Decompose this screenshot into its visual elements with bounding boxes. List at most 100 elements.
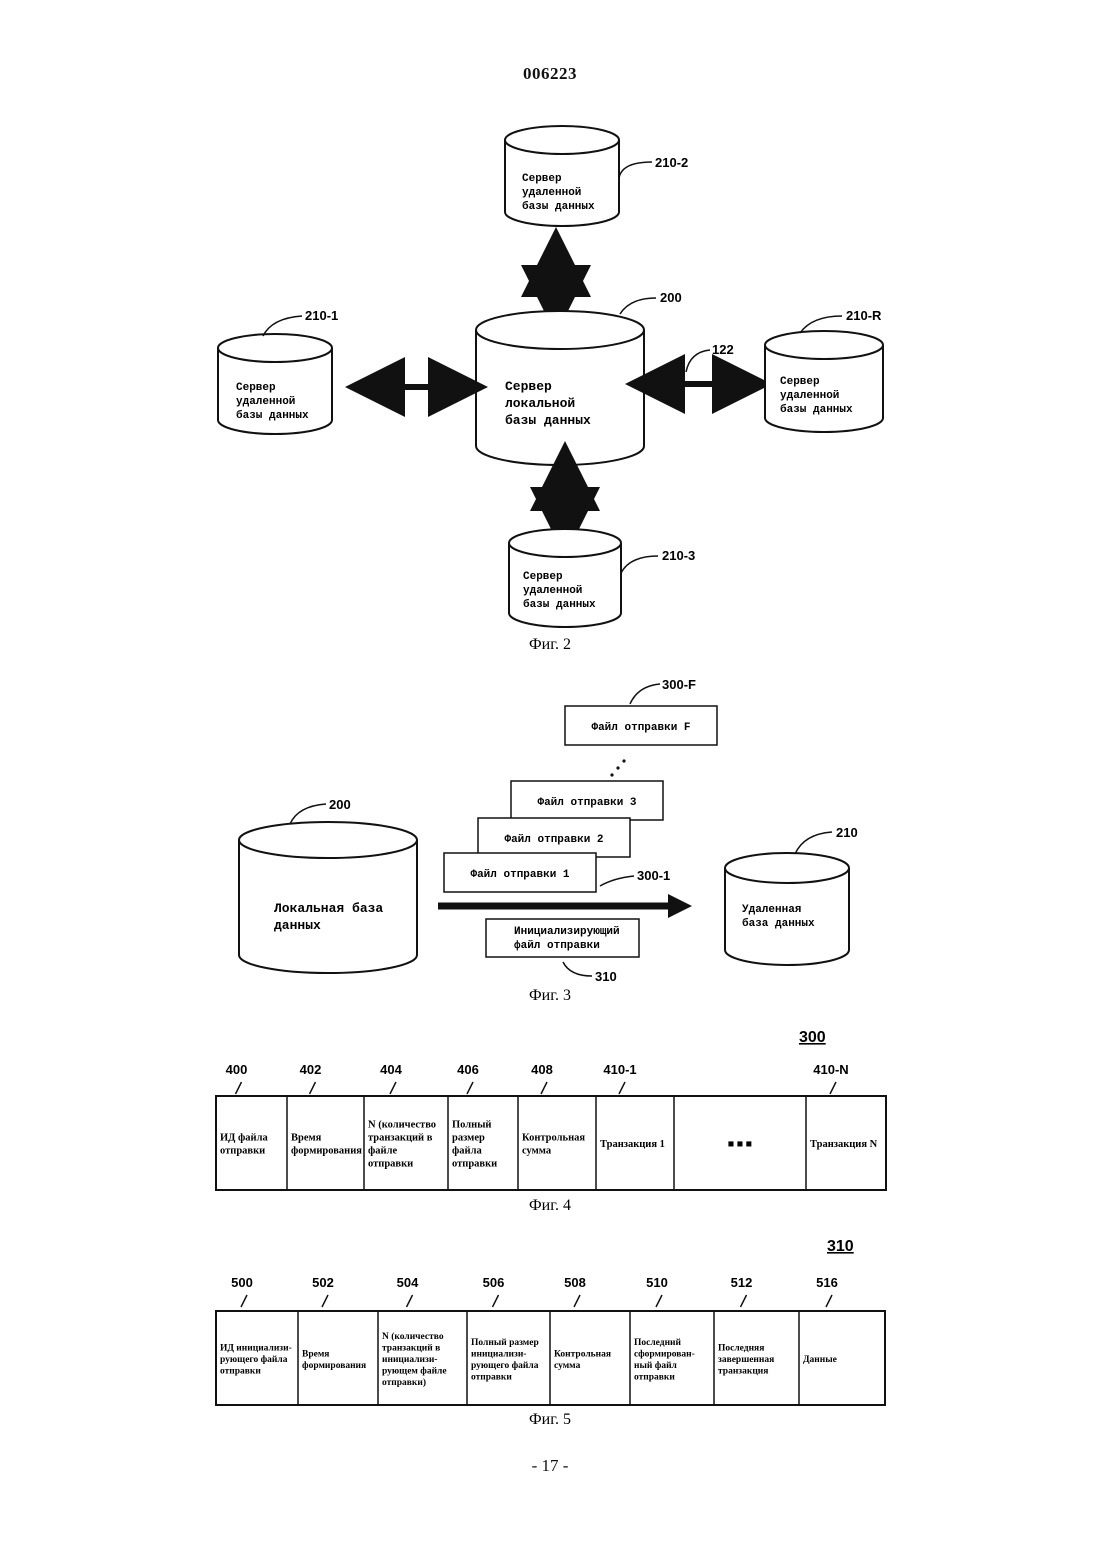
local-db-server: Сервер локальной базы данных 200 <box>476 290 682 465</box>
ref-leader <box>236 1082 242 1094</box>
send-file-1: Файл отправки 1 300-1 <box>444 853 670 892</box>
db-label-line: базы данных <box>522 200 595 213</box>
ref-label: 210-2 <box>655 155 688 170</box>
file-label-line: файл отправки <box>514 939 600 952</box>
fig5-diagram: 310 500ИД инициализи-рующего файлаотправ… <box>216 1238 885 1428</box>
field-text: сумма <box>554 1361 581 1371</box>
field-ref: 400 <box>226 1062 248 1077</box>
ref-leader <box>741 1295 747 1307</box>
db-label-line: удаленной <box>522 187 581 199</box>
remote-db-server-right: Сервер удаленной базы данных 210-R <box>765 308 883 432</box>
ref-label: 210-R <box>846 308 882 323</box>
field-text: сформирован- <box>634 1348 695 1359</box>
ref-leader <box>830 1082 836 1094</box>
remote-db-server-top: Сервер удаленной базы данных 210-2 <box>505 126 688 226</box>
db-label-line: Сервер <box>505 379 552 394</box>
figure-caption: Фиг. 3 <box>529 987 571 1004</box>
file-label: Файл отправки 2 <box>504 834 603 846</box>
ref-label: 200 <box>660 290 682 305</box>
field-ref: 504 <box>397 1275 419 1290</box>
ref-leader <box>390 1082 396 1094</box>
field-text: Время <box>291 1133 322 1144</box>
field-text: инициализи- <box>382 1355 437 1365</box>
db-label-line: базы данных <box>236 409 309 422</box>
field-text: отправки <box>368 1159 413 1170</box>
field-text: ИД инициализи- <box>220 1344 292 1354</box>
ref-leader <box>656 1295 662 1307</box>
db-label-line: удаленной <box>780 390 839 402</box>
fig2-diagram: Сервер удаленной базы данных 210-2 Серве… <box>218 126 883 653</box>
field-text: формирования <box>302 1360 366 1371</box>
field-text: Полный <box>452 1120 491 1131</box>
db-label-line: Сервер <box>522 173 562 185</box>
file-label: Файл отправки F <box>591 722 690 734</box>
ellipsis-dots <box>610 759 625 776</box>
field-ref: 506 <box>483 1275 505 1290</box>
structure-ref: 300 <box>799 1029 826 1046</box>
send-file-2: Файл отправки 2 <box>478 818 630 857</box>
field-text: Контрольная <box>522 1133 585 1144</box>
field-text: Транзакция N <box>810 1139 878 1150</box>
field-ref: 508 <box>564 1275 586 1290</box>
ref-label: 200 <box>329 797 351 812</box>
db-label-line: Сервер <box>780 376 820 388</box>
field-text: отправки <box>220 1146 265 1157</box>
ref-leader <box>493 1295 499 1307</box>
ref-leader <box>310 1082 316 1094</box>
field-text: отправки <box>220 1367 261 1377</box>
ref-label: 122 <box>712 342 734 357</box>
remote-db-server-left: Сервер удаленной базы данных 210-1 <box>218 308 338 434</box>
db-label-line: базы данных <box>523 598 596 611</box>
ref-label: 210-1 <box>305 308 338 323</box>
ellipsis-marker: ■ ■ ■ <box>728 1139 752 1150</box>
field-ref: 410-N <box>813 1062 848 1077</box>
field-ref: 510 <box>646 1275 668 1290</box>
field-ref: 408 <box>531 1062 553 1077</box>
field-text: ИД файла <box>220 1133 268 1144</box>
db-label-line: Сервер <box>236 382 276 394</box>
structure-ref: 310 <box>827 1238 854 1255</box>
figure-caption: Фиг. 4 <box>529 1197 571 1214</box>
field-text: завершенная <box>718 1355 774 1365</box>
transfer-arrow-head <box>668 894 692 918</box>
db-label-line: локальной <box>505 396 575 411</box>
db-label-line: база данных <box>742 917 815 930</box>
remote-db-server-bottom: Сервер удаленной базы данных 210-3 <box>509 529 695 627</box>
field-text: ный файл <box>634 1360 678 1371</box>
local-db: Локальная база данных 200 <box>239 797 417 973</box>
file-label: Файл отправки 1 <box>470 869 569 881</box>
figure-caption: Фиг. 2 <box>529 636 571 653</box>
ref-label: 310 <box>595 969 617 984</box>
field-ref: 402 <box>300 1062 322 1077</box>
field-text: Последний <box>634 1337 682 1348</box>
file-label: Файл отправки 3 <box>537 797 636 809</box>
field-text: транзакция <box>718 1367 768 1377</box>
field-text: N (количество <box>368 1120 436 1131</box>
field-text: рующего файла <box>471 1360 539 1371</box>
init-send-file: Инициализирующий файл отправки 310 <box>486 919 639 984</box>
send-file-f: Файл отправки F 300-F <box>565 677 717 745</box>
field-text: инициализи- <box>471 1349 526 1359</box>
field-text: транзакций в <box>368 1133 433 1144</box>
field-text: Данные <box>803 1355 837 1365</box>
ref-leader <box>407 1295 413 1307</box>
ref-label: 300-F <box>662 677 696 692</box>
ref-leader <box>467 1082 473 1094</box>
send-file-3: Файл отправки 3 <box>511 781 663 820</box>
field-text: отправки <box>452 1159 497 1170</box>
field-text: отправки) <box>382 1377 426 1388</box>
figure-caption: Фиг. 5 <box>529 1411 571 1428</box>
db-label-line: базы данных <box>780 403 853 416</box>
ref-leader <box>541 1082 547 1094</box>
file-label-line: Инициализирующий <box>514 926 620 938</box>
field-ref: 406 <box>457 1062 479 1077</box>
fig4-diagram: 300 400ИД файлаотправки402Времяформирова… <box>216 1029 886 1214</box>
db-label-line: удаленной <box>236 396 295 408</box>
remote-db: Удаленная база данных 210 <box>725 825 858 965</box>
field-ref: 410-1 <box>603 1062 636 1077</box>
ref-leader <box>574 1295 580 1307</box>
field-text: N (количество <box>382 1331 444 1342</box>
field-text: Последняя <box>718 1344 764 1354</box>
db-label-line: Удаленная <box>742 904 801 916</box>
